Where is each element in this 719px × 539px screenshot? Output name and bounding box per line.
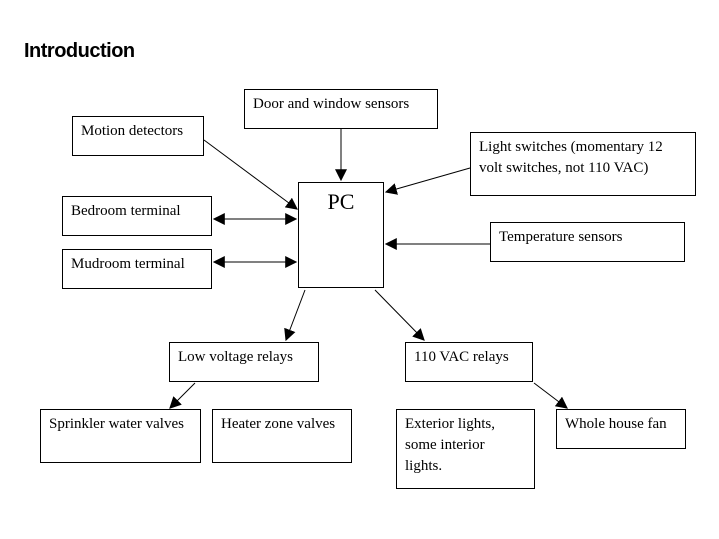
arrow-light-to-pc — [384, 167, 471, 195]
arrow-pc-to-lowv — [284, 289, 306, 342]
whole-house-fan-box: Whole house fan — [556, 409, 686, 449]
pc-box: PC — [298, 182, 384, 288]
low-voltage-relays-box: Low voltage relays — [169, 342, 319, 382]
temperature-sensors-box: Temperature sensors — [490, 222, 685, 262]
arrow-pc-to-vac — [374, 289, 425, 341]
motion-detectors-box: Motion detectors — [72, 116, 204, 156]
arrow-motion-to-pc — [203, 139, 298, 210]
page-title: Introduction — [24, 40, 135, 62]
sprinkler-water-valves-box: Sprinkler water valves — [40, 409, 201, 463]
mudroom-terminal-box: Mudroom terminal — [62, 249, 212, 289]
exterior-lights-box: Exterior lights, some interior lights. — [396, 409, 535, 489]
heater-zone-valves-box: Heater zone valves — [212, 409, 352, 463]
arrow-vac-to-fan — [533, 382, 568, 409]
bedroom-terminal-box: Bedroom terminal — [62, 196, 212, 236]
vac-relays-box: 110 VAC relays — [405, 342, 533, 382]
light-switches-box: Light switches (momentary 12 volt switch… — [470, 132, 696, 196]
door-window-sensors-box: Door and window sensors — [244, 89, 438, 129]
arrow-lowv-to-sprinkler — [169, 382, 196, 409]
